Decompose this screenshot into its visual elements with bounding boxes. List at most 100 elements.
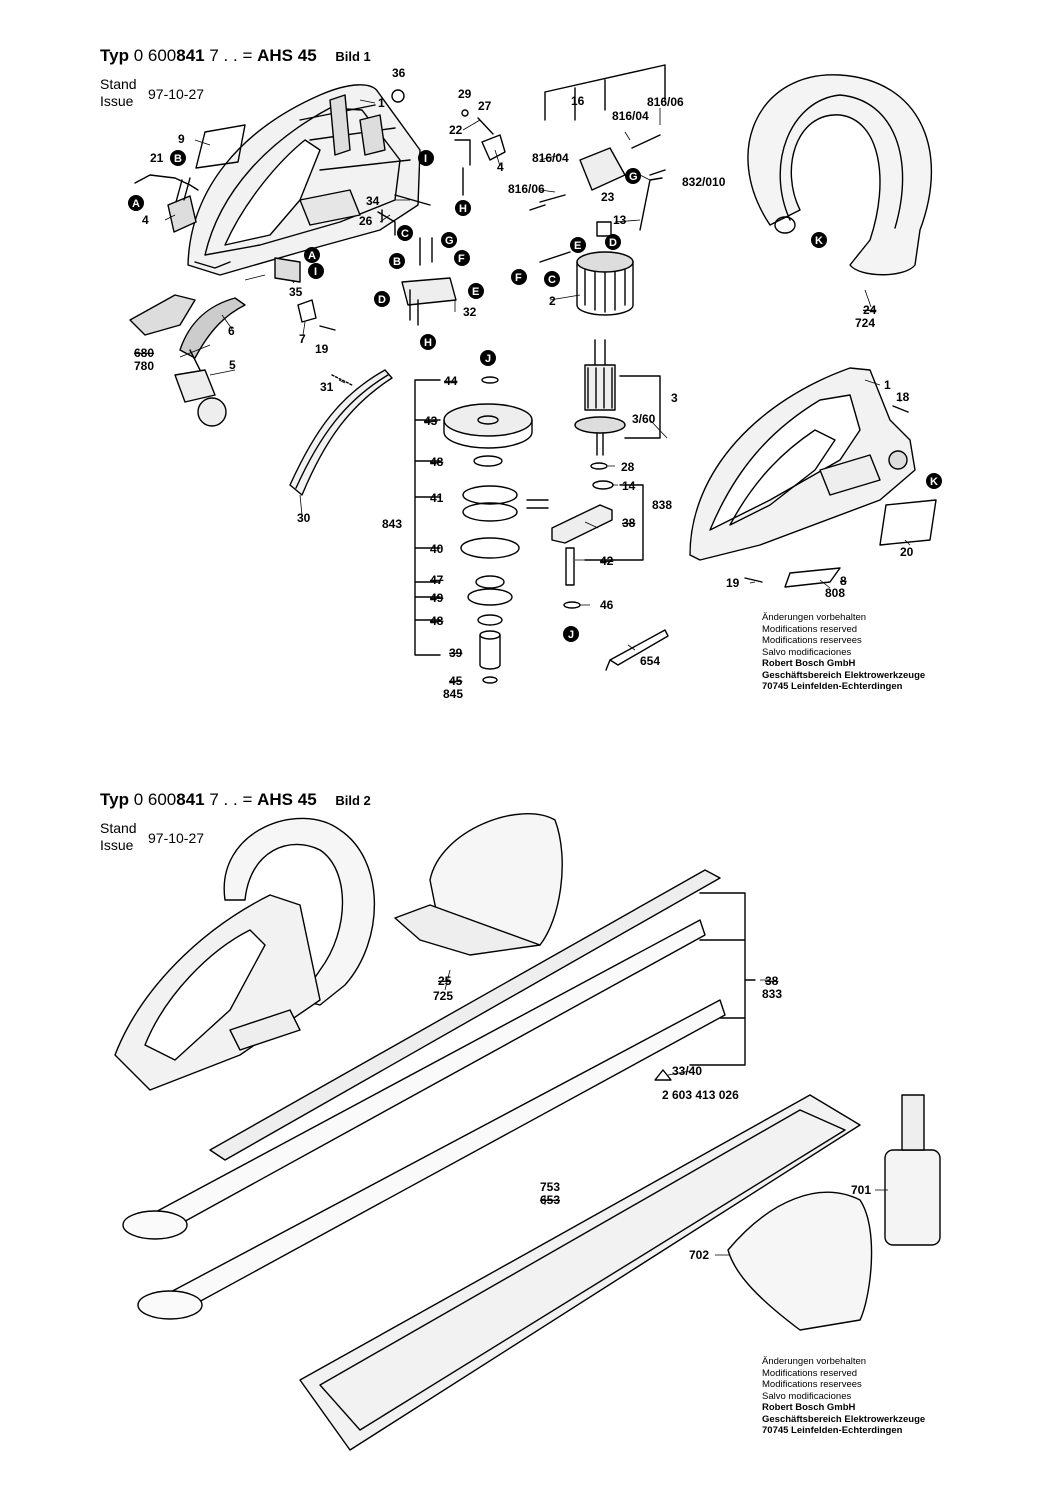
spring-27 — [477, 117, 494, 135]
svg-text:H: H — [424, 337, 432, 349]
part-label: 816/04 — [532, 151, 569, 165]
equals-sign: = — [242, 790, 253, 809]
part-label: 16 — [571, 94, 585, 108]
part-label: 40 — [430, 542, 444, 556]
part-label: 3/60 — [632, 412, 656, 426]
part-label: 30 — [297, 511, 311, 525]
marker-h: H — [455, 200, 471, 216]
crank-38 — [551, 504, 613, 544]
part-label: 42 — [600, 554, 614, 568]
leader-lines — [164, 99, 911, 1256]
switch-left — [167, 177, 197, 233]
screw-19 — [319, 325, 336, 331]
stand-label: Stand — [100, 820, 137, 836]
part-label: 816/04 — [612, 109, 649, 123]
typ-label: Typ — [100, 46, 129, 65]
part-label: 680 — [134, 346, 154, 360]
marker-j: J — [563, 626, 579, 642]
issue-date: 97-10-27 — [148, 830, 205, 846]
part-label: 3 — [671, 391, 678, 405]
marker-g: G — [441, 232, 457, 248]
marker-g: G — [625, 168, 641, 184]
marker-d: D — [374, 291, 390, 307]
issue-label: Issue — [100, 837, 134, 853]
washer-28 — [590, 462, 608, 470]
part-label: 28 — [621, 460, 635, 474]
marker-c: C — [544, 271, 560, 287]
label-plate-20 — [879, 499, 937, 546]
housing-half-left — [187, 84, 421, 276]
part-label: 9 — [178, 132, 185, 146]
wire-832 — [639, 177, 663, 231]
marker-d: D — [605, 234, 621, 250]
svg-text:A: A — [308, 250, 316, 262]
svg-text:B: B — [174, 153, 182, 165]
marker-h: H — [420, 334, 436, 350]
company-division: Geschäftsbereich Elektrowerkzeuge — [762, 1413, 926, 1425]
oil-bottle-701 — [884, 1094, 941, 1246]
model-name: AHS 45 — [257, 46, 317, 65]
note-line: Modifications reservees — [762, 635, 862, 646]
svg-text:J: J — [485, 353, 491, 365]
bracket-16 — [544, 64, 666, 121]
type-suffix: 7 . . — [209, 46, 238, 65]
company-name: Robert Bosch GmbH — [762, 1402, 856, 1413]
sheet2-title: Typ 0 600841 7 . . = AHS 45 Bild 2 — [100, 790, 371, 810]
part-label: 32 — [463, 305, 477, 319]
screw-18 — [892, 405, 909, 413]
part-label: 20 — [900, 545, 914, 559]
part-label: 1 — [884, 378, 891, 392]
marker-e: E — [468, 283, 484, 299]
part-label: 654 — [640, 654, 660, 668]
part-label: 725 — [433, 989, 453, 1003]
marker-a: B — [170, 150, 186, 166]
part-label: 38 — [765, 974, 779, 988]
terminal-block-32 — [401, 237, 457, 326]
part-label: 5 — [229, 358, 236, 372]
svg-text:F: F — [515, 272, 522, 284]
part-labels-sheet2: 25 725 38 833 33/40 2 603 413 026 753 65… — [433, 974, 871, 1262]
part-label: 18 — [896, 390, 910, 404]
guide-rail-30 — [289, 369, 393, 496]
brush-holder-16 — [529, 134, 666, 211]
part-label: 36 — [392, 66, 406, 80]
grommet-36 — [391, 89, 405, 103]
gloves-702 — [727, 1191, 873, 1331]
part-label: 833 — [762, 987, 782, 1001]
part-label: 4 — [497, 160, 504, 174]
svg-text:C: C — [401, 228, 409, 240]
hex-key-654 — [605, 629, 669, 671]
issue-label: Issue — [100, 93, 134, 109]
plug-5 — [174, 349, 227, 427]
sheet1-title: Typ 0 600841 7 . . = AHS 45 Bild 1 — [100, 46, 371, 66]
part-label: 27 — [478, 99, 492, 113]
bracket-838 — [584, 484, 644, 561]
svg-text:H: H — [459, 203, 467, 215]
issue-date: 97-10-27 — [148, 86, 205, 102]
company-division: Geschäftsbereich Elektrowerkzeuge — [762, 669, 926, 681]
pin-f — [539, 251, 571, 263]
svg-text:G: G — [629, 171, 638, 183]
bracket-3 — [619, 375, 661, 439]
part-label: 38 — [622, 516, 636, 530]
marker-k: K — [811, 232, 827, 248]
part-label: 25 — [438, 974, 452, 988]
part-label: 45 — [449, 674, 463, 688]
model-name: AHS 45 — [257, 790, 317, 809]
note-line: Änderungen vorbehalten — [762, 612, 867, 623]
housing-half-right — [689, 367, 916, 561]
spring-31 — [331, 374, 353, 386]
type-number: 0 600 — [133, 790, 177, 809]
bearing-14 — [592, 480, 614, 490]
armature-3 — [574, 339, 626, 456]
part-label: 48 — [430, 455, 444, 469]
part-label: 7 — [299, 332, 306, 346]
part-label: 6 — [228, 324, 235, 338]
part-label: 845 — [443, 687, 463, 701]
notes-block: Änderungen vorbehalten Modifications res… — [762, 612, 925, 693]
pin-42 — [565, 547, 575, 586]
company-address: 70745 Leinfelden-Echterdingen — [762, 1425, 903, 1436]
blade-cover-753 — [299, 1094, 861, 1451]
part-labels-sheet1: 36 1 29 27 22 4 9 21 4 34 26 35 6 7 19 6… — [134, 66, 914, 701]
